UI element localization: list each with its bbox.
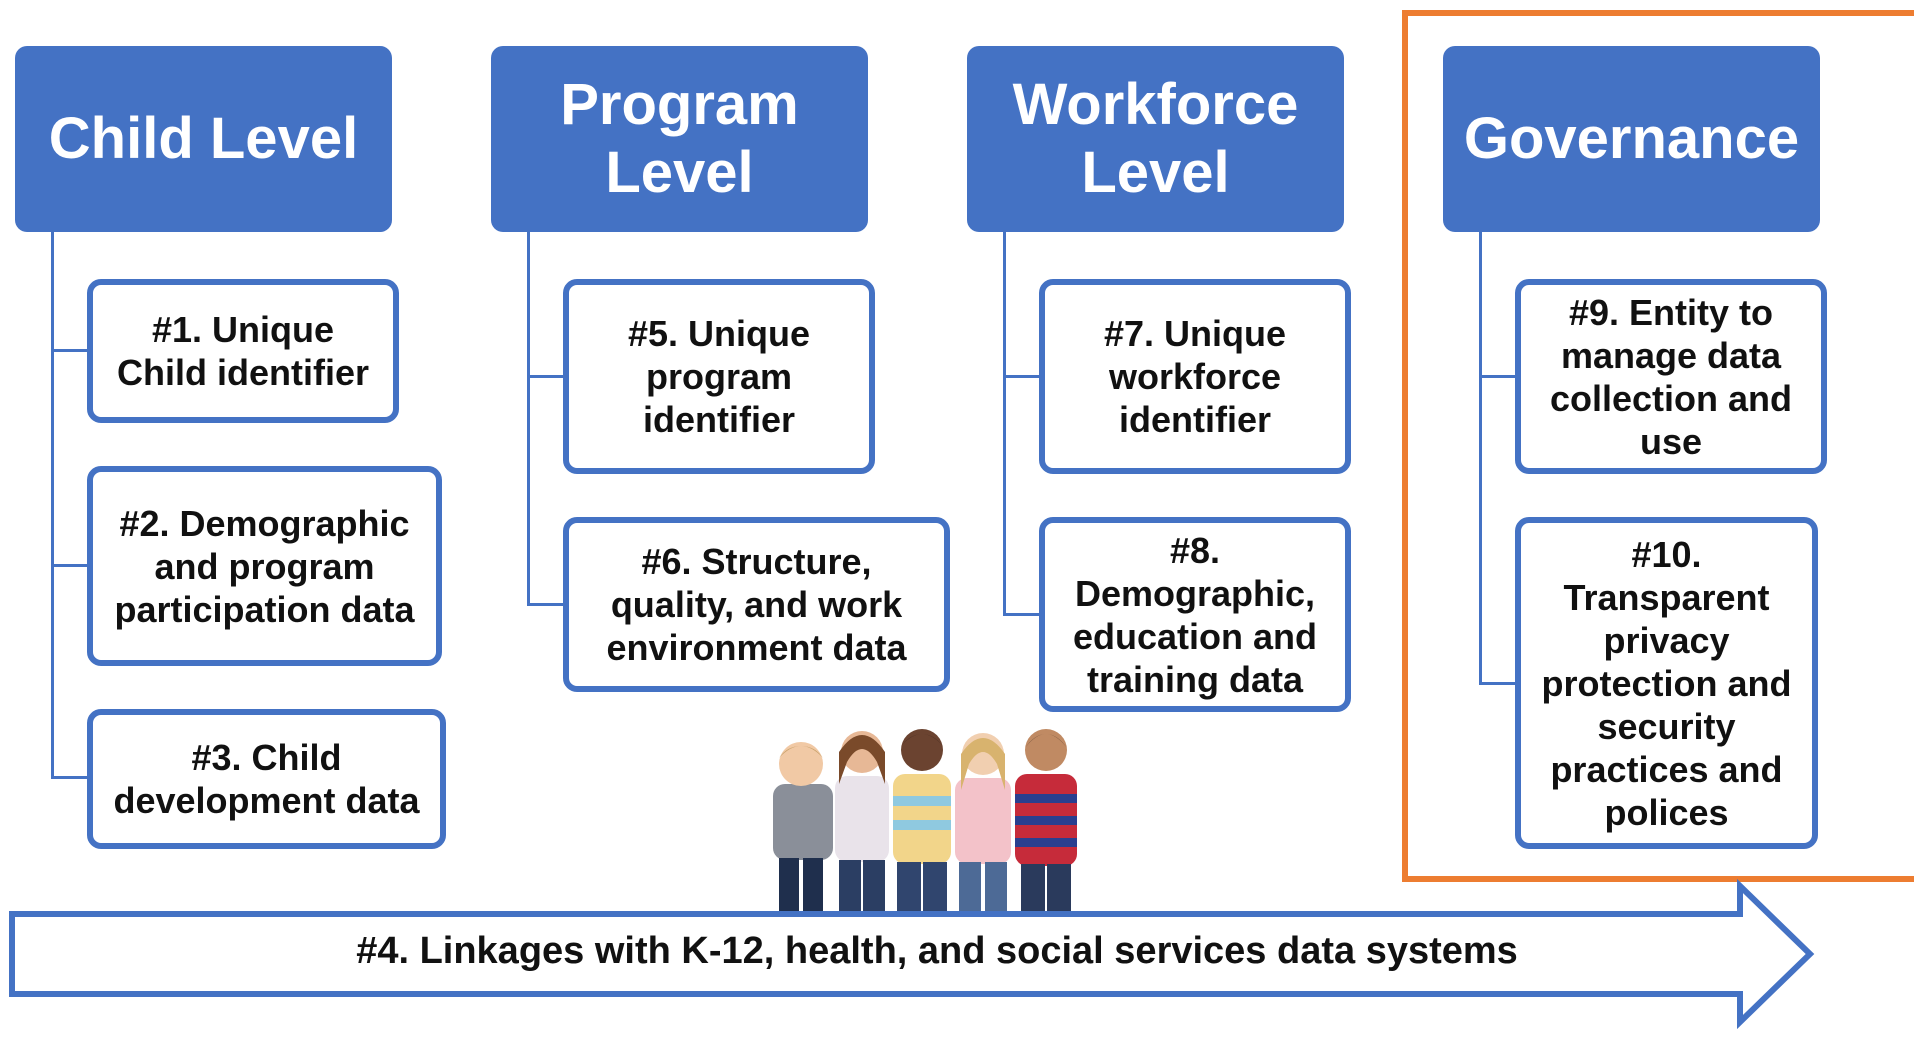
card-demographic-participation-data: #2. Demographic and program participatio…	[87, 466, 442, 666]
child-3	[893, 729, 951, 916]
governance-highlight-frame	[1402, 10, 1914, 882]
card-child-development-data: #3. Child development data	[87, 709, 446, 849]
governance-connector-10	[1479, 682, 1517, 685]
card-unique-child-identifier: #1. Unique Child identifier	[87, 279, 399, 423]
card-demographic-education-training-data: #8. Demographic, education and training …	[1039, 517, 1351, 712]
program-connector-vertical	[527, 232, 530, 606]
child-1	[773, 742, 833, 916]
header-child-level: Child Level	[15, 46, 392, 232]
child-connector-3	[51, 776, 89, 779]
child-2	[835, 731, 889, 916]
program-connector-5	[527, 375, 565, 378]
linkage-arrow-label: #4. Linkages with K-12, health, and soci…	[356, 930, 1518, 972]
header-program-level: Program Level	[491, 46, 868, 232]
card-entity-manage-data: #9. Entity to manage data collection and…	[1515, 279, 1827, 474]
workforce-connector-vertical	[1003, 232, 1006, 616]
card-unique-program-identifier: #5. Unique program identifier	[563, 279, 875, 474]
child-connector-1	[51, 349, 89, 352]
workforce-connector-8	[1003, 613, 1041, 616]
children-group-photo	[773, 729, 1077, 916]
card-privacy-security-practices: #10. Transparent privacy protection and …	[1515, 517, 1818, 849]
child-5	[1015, 729, 1077, 916]
child-connector-2	[51, 564, 89, 567]
card-unique-workforce-identifier: #7. Unique workforce identifier	[1039, 279, 1351, 474]
child-4	[955, 733, 1011, 916]
governance-connector-9	[1479, 375, 1517, 378]
governance-connector-vertical	[1479, 232, 1482, 685]
card-structure-quality-data: #6. Structure, quality, and work environ…	[563, 517, 950, 692]
header-governance: Governance	[1443, 46, 1820, 232]
header-workforce-level: Workforce Level	[967, 46, 1344, 232]
workforce-connector-7	[1003, 375, 1041, 378]
linkage-arrow	[9, 878, 1815, 1030]
child-connector-vertical	[51, 232, 54, 778]
program-connector-6	[527, 603, 565, 606]
